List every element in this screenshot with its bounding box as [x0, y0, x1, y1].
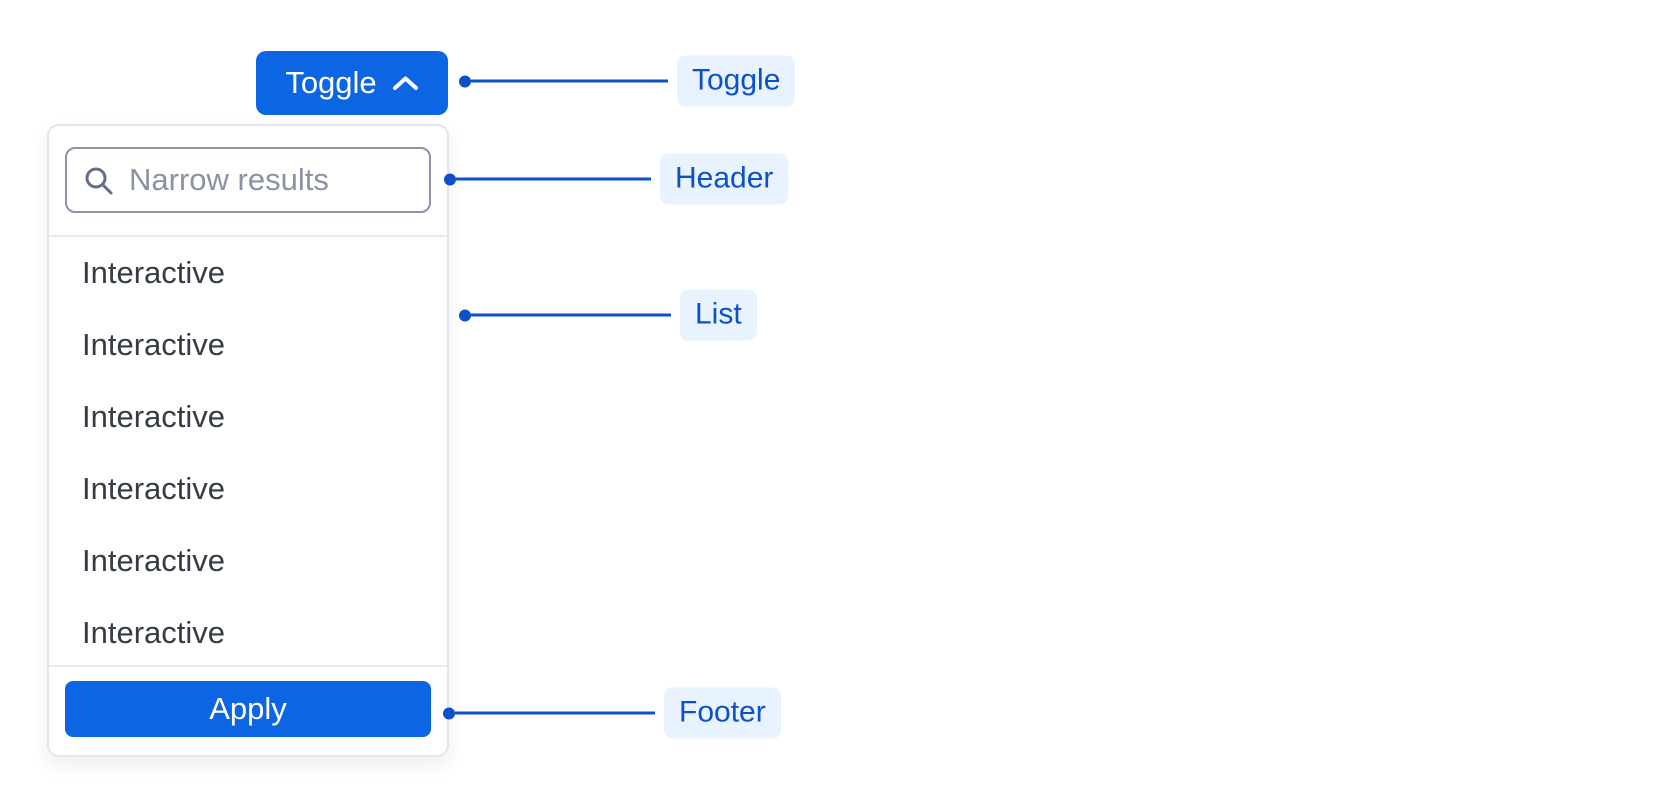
list-item[interactable]: Interactive [82, 615, 226, 650]
toggle-button-label: Toggle [285, 65, 377, 100]
annotation-label-footer: Footer [664, 687, 781, 739]
annotation-footer: Footer [443, 687, 781, 739]
annotation-line [455, 711, 655, 715]
list-item[interactable]: Interactive [82, 327, 226, 362]
annotation-header: Header [444, 153, 789, 205]
annotation-line [456, 177, 651, 181]
list-item[interactable]: Interactive [82, 399, 226, 434]
dropdown-panel: Interactive Interactive Interactive Inte… [47, 124, 449, 757]
annotation-line [471, 313, 671, 317]
annotation-label-list: List [680, 289, 757, 341]
annotation-dot [444, 173, 456, 185]
toggle-button[interactable]: Toggle [256, 51, 448, 115]
annotation-list: List [459, 289, 757, 341]
annotation-dot [459, 309, 471, 321]
annotation-dot [459, 75, 471, 87]
dropdown-list: Interactive Interactive Interactive Inte… [49, 237, 447, 665]
chevron-up-icon [392, 74, 419, 92]
search-icon [83, 165, 114, 196]
search-box[interactable] [65, 147, 431, 213]
dropdown-footer: Apply [49, 665, 447, 755]
annotation-label-header: Header [660, 153, 789, 205]
annotation-toggle: Toggle [459, 55, 796, 107]
list-item[interactable]: Interactive [82, 543, 226, 578]
search-input[interactable] [129, 162, 413, 198]
apply-button[interactable]: Apply [65, 681, 431, 737]
annotation-line [471, 79, 668, 83]
dropdown-header [49, 126, 447, 237]
annotation-dot [443, 707, 455, 719]
list-item[interactable]: Interactive [82, 471, 226, 506]
list-item[interactable]: Interactive [82, 255, 226, 290]
annotation-label-toggle: Toggle [677, 55, 796, 107]
